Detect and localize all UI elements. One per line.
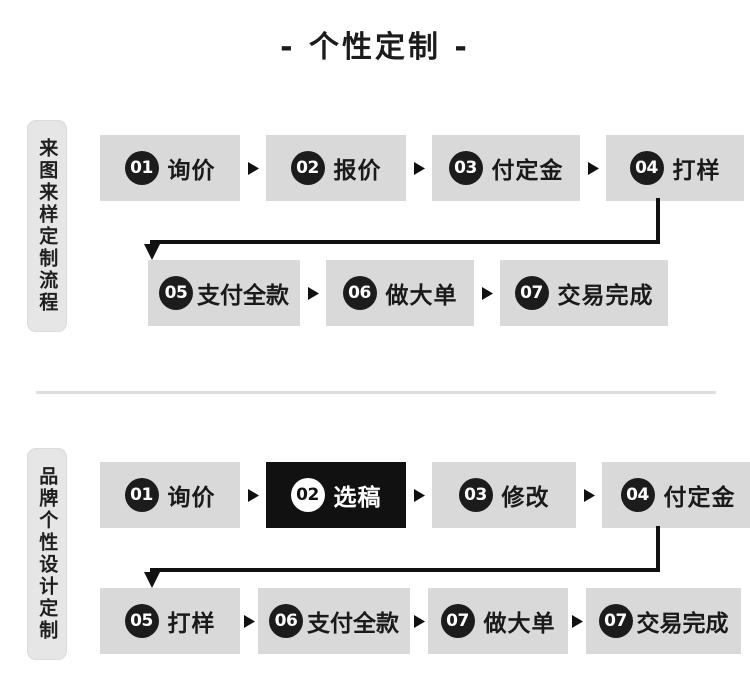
triangle-right-icon [406,161,432,175]
step-number-badge: 07 [440,604,475,638]
step-box[interactable]: 05 打样 [100,588,240,654]
triangle-right-icon [240,161,266,175]
step-box[interactable]: 07 做大单 [428,588,568,654]
flow-row: 01 询价 02 报价 03 付定金 04 打样 [100,135,744,201]
step-number-badge: 04 [620,478,655,512]
flow-row: 05 支付全款 06 做大单 07 交易完成 [148,260,668,326]
step-label: 修改 [501,485,550,511]
step-box[interactable]: 03 修改 [432,462,576,528]
step-box[interactable]: 07 交易完成 [500,260,668,326]
triangle-right-icon [576,488,602,502]
triangle-right-icon [410,614,428,628]
step-number-badge: 03 [448,151,483,185]
step-box[interactable]: 02 报价 [266,135,406,201]
side-label-text: 来图来样定制流程 [36,138,59,314]
step-label: 交易完成 [557,283,654,309]
section-side-label: 品牌个性设计定制 [27,448,67,660]
step-box[interactable]: 04 打样 [606,135,744,201]
triangle-right-icon [580,161,606,175]
step-number-badge: 02 [290,478,325,512]
triangle-right-icon [240,614,258,628]
step-number-badge: 01 [124,151,159,185]
step-box[interactable]: 04 付定金 [602,462,750,528]
step-number-badge: 06 [269,604,303,638]
step-label: 交易完成 [636,611,729,637]
step-number-badge: 01 [124,478,159,512]
flow-row: 05 打样 06 支付全款 07 做大单 07 交易完成 [100,588,741,654]
step-number-badge: 05 [124,604,159,638]
step-label: 打样 [167,611,216,637]
step-label: 支付全款 [307,611,399,637]
step-label: 打样 [672,158,721,184]
step-box[interactable]: 03 付定金 [432,135,580,201]
step-number-badge: 06 [342,276,377,310]
step-number-badge: 07 [598,604,633,638]
step-number-badge: 07 [514,276,549,310]
step-box[interactable]: 06 支付全款 [258,588,410,654]
step-label: 支付全款 [197,283,289,309]
step-box[interactable]: 01 询价 [100,462,240,528]
step-label: 询价 [167,485,216,511]
step-box[interactable]: 06 做大单 [326,260,474,326]
step-label: 选稿 [333,485,382,511]
step-label: 做大单 [385,283,458,309]
section-divider [36,391,716,394]
step-box[interactable]: 07 交易完成 [586,588,741,654]
elbow-arrow-icon [140,526,670,592]
triangle-right-icon [240,488,266,502]
section-side-label: 来图来样定制流程 [27,120,67,332]
step-box[interactable]: 01 询价 [100,135,240,201]
step-number-badge: 02 [290,151,325,185]
triangle-right-icon [568,614,586,628]
flow-row: 01 询价 02 选稿 03 修改 04 付定金 [100,462,750,528]
step-label: 询价 [167,158,216,184]
elbow-arrow-icon [140,198,670,264]
step-number-badge: 04 [629,151,664,185]
step-label: 付定金 [663,485,736,511]
step-label: 付定金 [491,158,564,184]
step-label: 做大单 [483,611,556,637]
triangle-right-icon [300,286,326,300]
triangle-right-icon [406,488,432,502]
page-title: - 个性定制 - [280,30,470,65]
step-label: 报价 [333,158,382,184]
step-number-badge: 03 [458,478,493,512]
step-box[interactable]: 05 支付全款 [148,260,300,326]
step-number-badge: 05 [159,276,193,310]
step-box-active[interactable]: 02 选稿 [266,462,406,528]
triangle-right-icon [474,286,500,300]
side-label-text: 品牌个性设计定制 [36,466,59,642]
